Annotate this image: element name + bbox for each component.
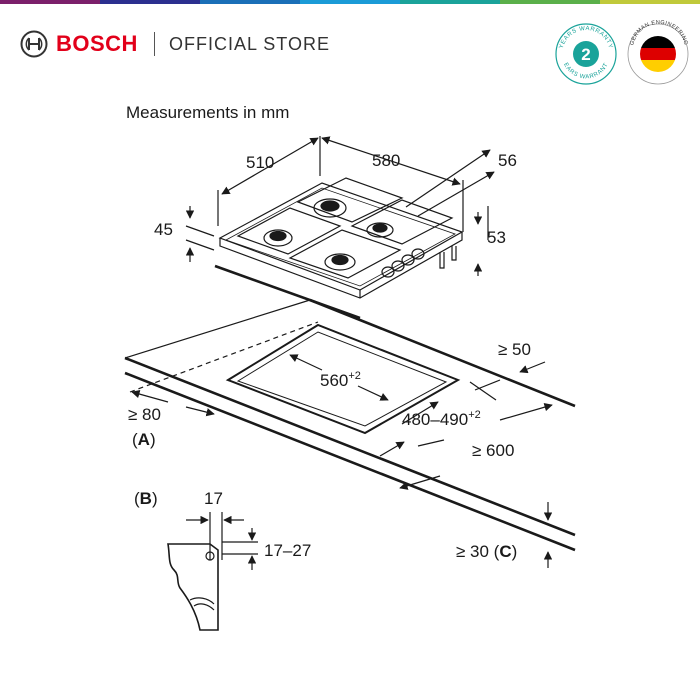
store-header: BOSCH OFFICIAL STORE 2 YEARS WARRANTY YE…: [0, 4, 700, 86]
store-label: OFFICIAL STORE: [168, 33, 330, 54]
label-a: (A): [132, 430, 156, 449]
stripe-segment: [600, 0, 700, 4]
stripe-segment: [500, 0, 600, 4]
badge-group: 2 YEARS WARRANTY YEARS WARRANTY GERMAN E…: [540, 14, 689, 85]
dim-53: 53: [487, 228, 506, 247]
cutout-drawing: [124, 298, 576, 568]
dim-rear-min: ≥ 50: [498, 340, 531, 359]
stripe-segment: [300, 0, 400, 4]
warranty-number: 2: [581, 45, 590, 64]
brand-name: BOSCH: [56, 31, 138, 56]
diagram-title: Measurements in mm: [126, 103, 289, 122]
dim-b-17-27: 17–27: [264, 541, 311, 560]
dim-thickness-min: ≥ 30 (C): [456, 542, 517, 561]
brand-block[interactable]: BOSCH OFFICIAL STORE: [20, 30, 330, 58]
dim-line-580: [321, 136, 461, 186]
top-color-stripe: [0, 0, 700, 4]
stripe-segment: [400, 0, 500, 4]
dim-b-17: 17: [204, 489, 223, 508]
dim-560: 560+2: [320, 370, 361, 390]
dim-counter-min: ≥ 600: [472, 441, 514, 460]
dim-line-510: [221, 137, 319, 195]
dim-56: 56: [498, 151, 517, 170]
dim-580: 580: [372, 151, 400, 170]
stripe-segment: [200, 0, 300, 4]
brand-divider: [153, 32, 155, 56]
dim-510: 510: [246, 153, 274, 172]
dim-side-min: ≥ 80: [128, 405, 161, 424]
dim-45: 45: [154, 220, 173, 239]
stripe-segment: [0, 0, 100, 4]
label-b: (B): [134, 489, 158, 508]
dim-480-490: 480–490+2: [402, 409, 481, 429]
bosch-logo-icon: [20, 30, 48, 58]
hob-drawing: [185, 136, 495, 320]
detail-b-drawing: [167, 512, 258, 631]
stripe-segment: [100, 0, 200, 4]
